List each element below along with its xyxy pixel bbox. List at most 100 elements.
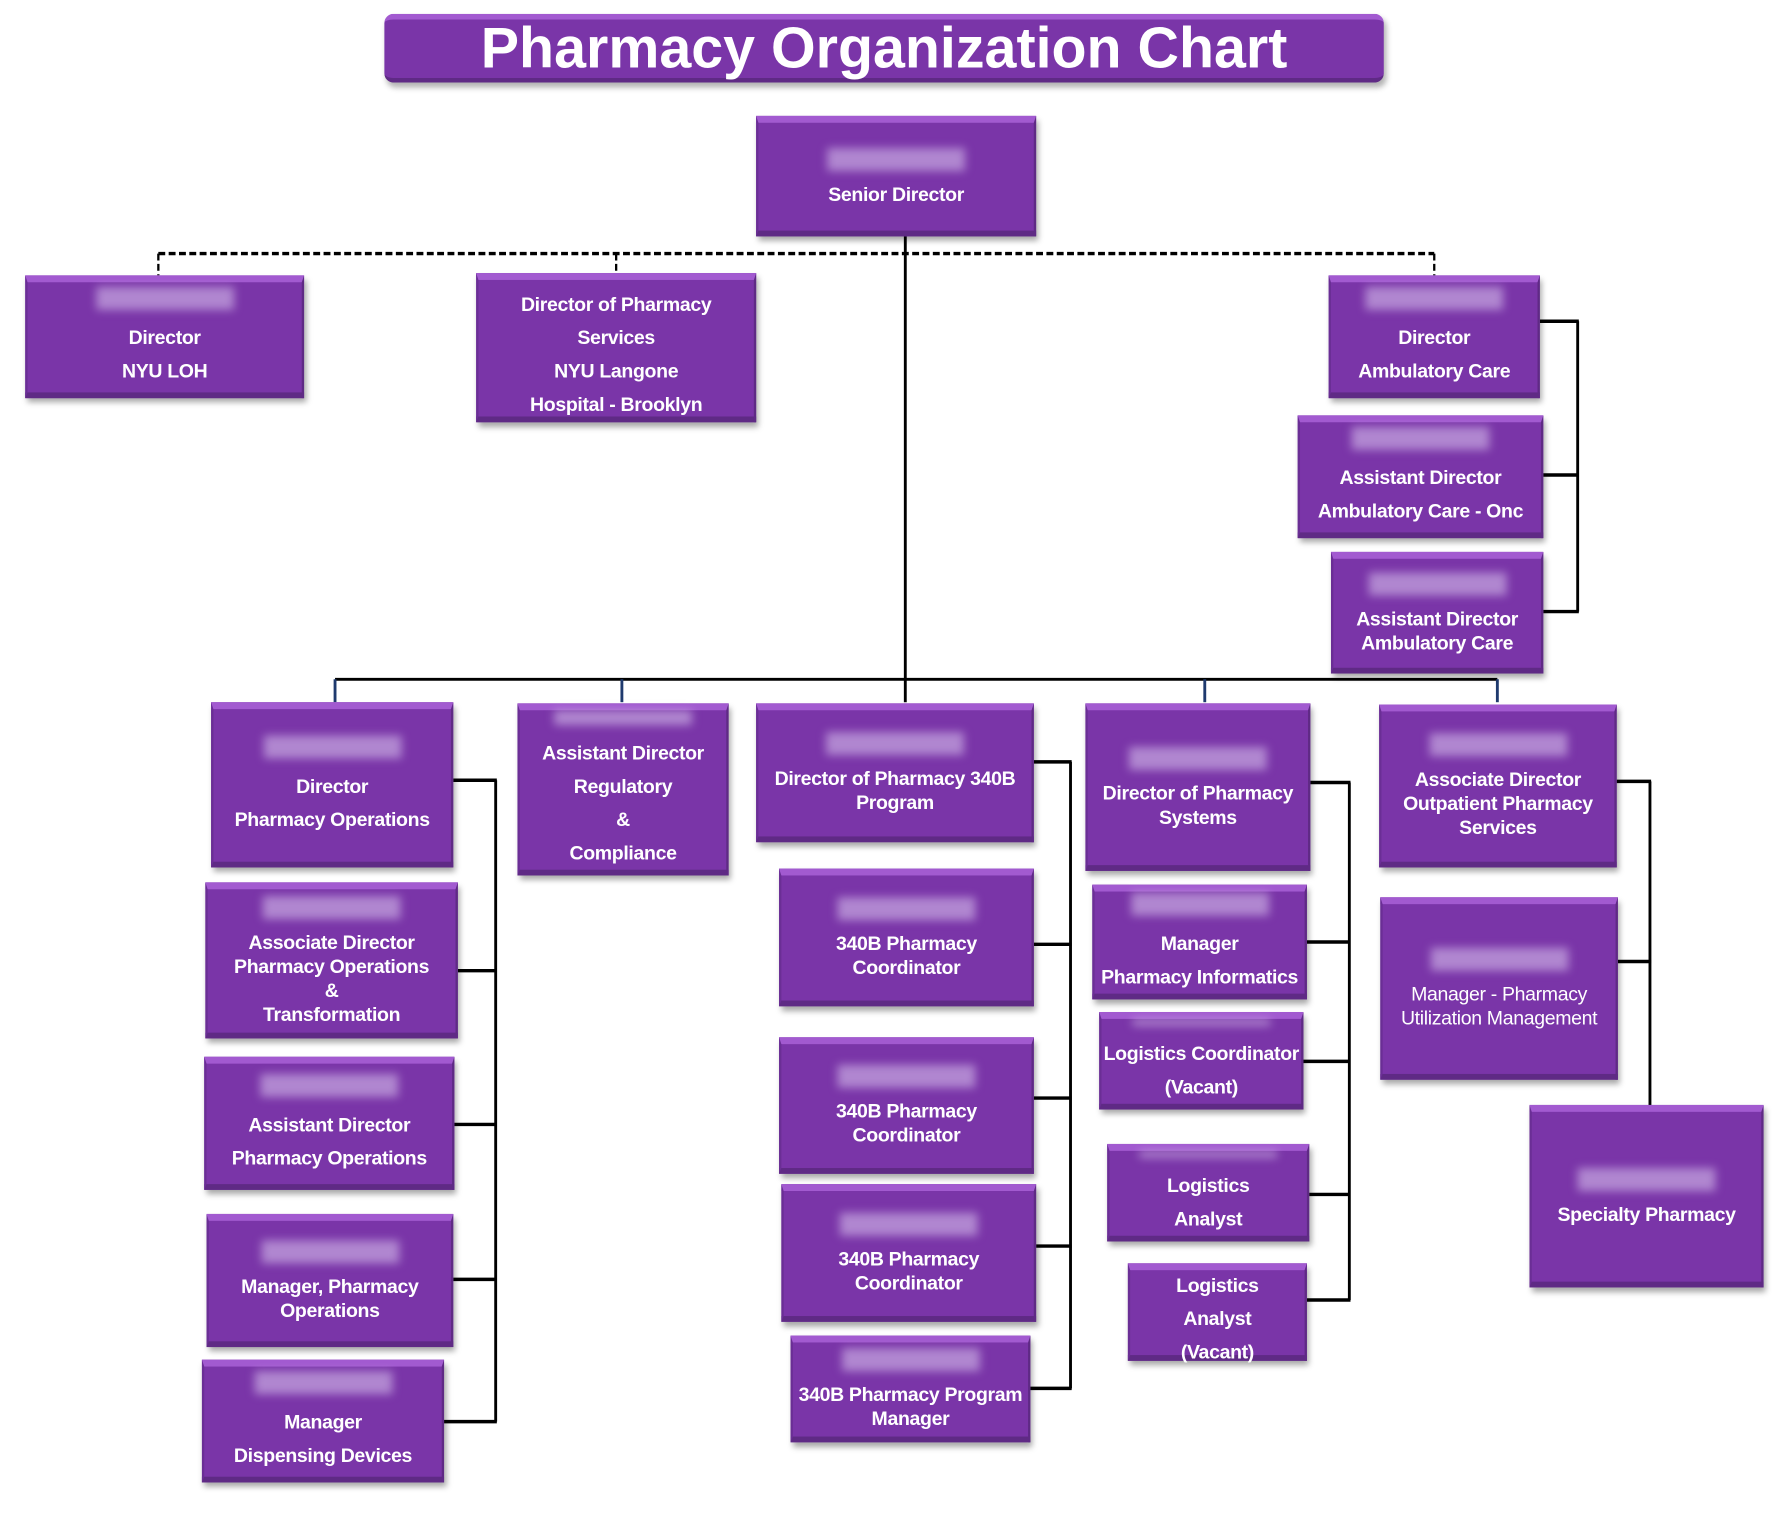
box-title-line: Analyst xyxy=(1174,1208,1243,1231)
blurred-name xyxy=(839,1212,978,1236)
box-title-line: Compliance xyxy=(569,842,677,864)
box-title-line: 340B Pharmacy xyxy=(836,932,977,955)
org-box-out-spec: Specialty Pharmacy xyxy=(1529,1104,1764,1288)
box-title-line: Manager - Pharmacy xyxy=(1411,983,1588,1006)
box-title-line: Coordinator xyxy=(854,1271,963,1294)
box-title-line: Director of Pharmacy 340B xyxy=(774,767,1016,790)
box-title-line: & xyxy=(324,979,339,1002)
box-title-line: Director xyxy=(128,327,201,349)
blurred-name xyxy=(1130,892,1269,916)
blurred-name xyxy=(261,1239,399,1263)
blurred-name xyxy=(841,1348,980,1372)
box-title-line: Transformation xyxy=(263,1003,401,1026)
box-title-line: 340B Pharmacy Program xyxy=(798,1383,1023,1406)
box-title-line: Pharmacy Operations xyxy=(234,955,430,978)
box-title-line: Assistant Director xyxy=(1339,466,1502,489)
box-title-line: & xyxy=(616,808,630,831)
blurred-name xyxy=(260,1073,399,1097)
box-title-line: Dispensing Devices xyxy=(233,1444,413,1467)
box-title-line: Director xyxy=(296,775,369,797)
box-title-line: NYU Langone xyxy=(554,359,679,382)
box-title-line: Outpatient Pharmacy xyxy=(1403,792,1593,815)
box-title-line: Coordinator xyxy=(852,1124,961,1147)
box-title-line: Associate Director xyxy=(248,931,416,953)
box-title-line: Operations xyxy=(280,1299,380,1322)
blurred-name xyxy=(1577,1167,1716,1191)
blurred-name xyxy=(263,734,402,758)
box-title-line: Director of Pharmacy xyxy=(520,293,712,315)
box-title-line: Hospital - Brooklyn xyxy=(530,392,703,415)
box-title-line: Ambulatory Care xyxy=(1358,360,1511,383)
blurred-name xyxy=(837,1064,976,1088)
blurred-name xyxy=(254,1371,392,1395)
box-title-line: Director of Pharmacy xyxy=(1102,781,1294,804)
box-title-line: Logistics xyxy=(1166,1174,1250,1197)
box-title-line: Ambulatory Care - Onc xyxy=(1317,500,1524,523)
blurred-name xyxy=(1351,426,1490,450)
box-title-line: Ambulatory Care xyxy=(1361,631,1514,654)
blurred-name xyxy=(1139,1150,1278,1158)
box-title-line: (Vacant) xyxy=(1164,1076,1238,1099)
blurred-name xyxy=(262,895,401,919)
box-title-line: Pharmacy Informatics xyxy=(1101,965,1299,988)
box-title-line: Program xyxy=(856,791,934,814)
blurred-name xyxy=(554,710,692,726)
blurred-name xyxy=(1365,286,1504,310)
blurred-name xyxy=(1430,947,1568,971)
blurred-name xyxy=(95,286,234,310)
chart-title: Pharmacy Organization Chart xyxy=(384,13,1384,83)
box-title-line: Director xyxy=(1398,327,1471,349)
blurred-name xyxy=(827,147,965,171)
box-title-line: Pharmacy Operations xyxy=(234,808,430,831)
org-box-senior: Senior Director xyxy=(756,115,1037,237)
box-title-line: Services xyxy=(577,326,655,349)
blurred-name xyxy=(1132,1018,1271,1026)
box-title-line: Senior Director xyxy=(828,183,964,205)
box-title-line: Regulatory xyxy=(573,775,673,798)
box-title-line: Coordinator xyxy=(852,956,961,979)
blurred-name xyxy=(1368,571,1506,595)
box-title-line: Manager, Pharmacy xyxy=(241,1275,419,1298)
box-title-line: NYU LOH xyxy=(121,360,208,383)
box-title-line: Analyst xyxy=(1183,1307,1252,1330)
box-title-line: 340B Pharmacy xyxy=(838,1247,980,1270)
box-title-line: Specialty Pharmacy xyxy=(1557,1203,1736,1225)
blurred-name xyxy=(826,732,964,755)
box-title-line: Associate Director xyxy=(1414,768,1582,791)
blurred-name xyxy=(1429,733,1567,757)
box-title-line: Utilization Management xyxy=(1400,1007,1598,1030)
blurred-name xyxy=(1129,746,1267,770)
box-title-line: Assistant Director xyxy=(1356,607,1519,630)
box-title-line: Systems xyxy=(1158,806,1237,828)
box-title-line: Manager xyxy=(284,1411,362,1434)
box-title-line: Logistics xyxy=(1176,1274,1259,1296)
box-title-line: Assistant Director xyxy=(248,1113,411,1136)
box-title-line: Services xyxy=(1459,816,1537,839)
org-box-sys-log: Logistics Coordinator(Vacant) xyxy=(1099,1012,1304,1110)
box-title-line: Pharmacy Operations xyxy=(231,1146,427,1169)
blurred-name xyxy=(837,896,976,920)
